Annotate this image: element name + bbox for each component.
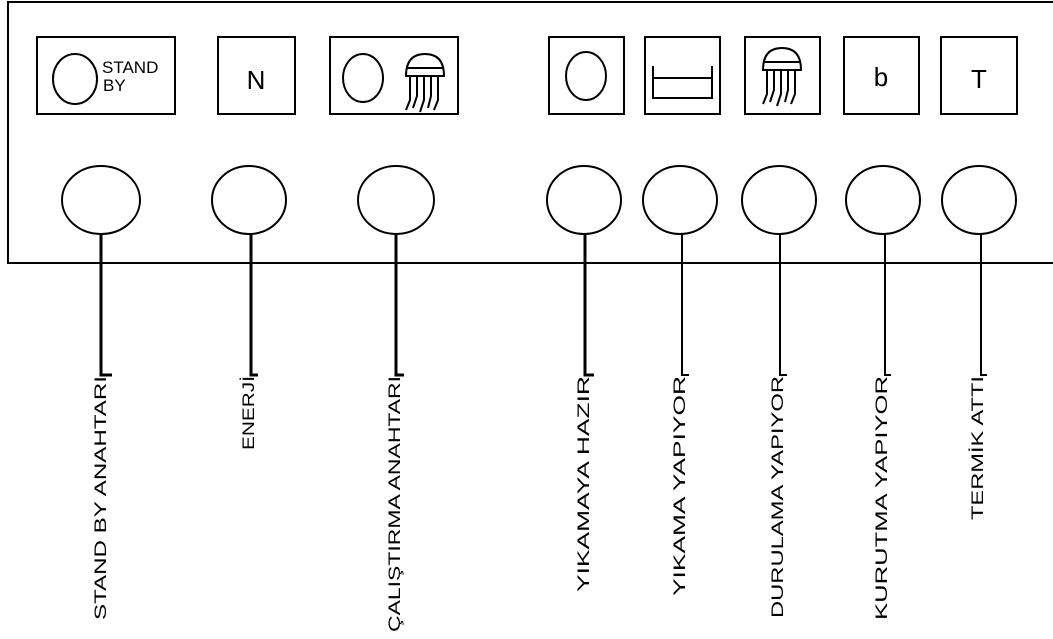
energy-lamp — [211, 165, 287, 235]
start-switch-label: ÇALIŞTIRMA ANAHTARI — [385, 376, 404, 632]
start-circle-icon — [342, 53, 384, 103]
start-indicator — [329, 36, 459, 115]
rinsing-lamp — [741, 165, 817, 235]
rinsing-label: DURULAMA YAPIYOR — [768, 376, 787, 618]
drying-lamp — [845, 165, 921, 235]
washing-leader — [681, 234, 689, 376]
energy-symbol: N — [247, 65, 266, 95]
rinsing-indicator — [744, 36, 821, 115]
shower-icon — [404, 52, 446, 113]
drying-label: KURUTMA YAPIYOR — [872, 376, 891, 620]
thermal-leader — [980, 234, 987, 376]
drying-symbol: b — [874, 62, 888, 92]
wash-ready-circle-icon — [565, 51, 607, 101]
wash-ready-label: YIKAMAYA HAZIR — [574, 376, 593, 592]
shower-icon — [761, 46, 803, 107]
standby-indicator: STAND BY — [36, 36, 176, 115]
energy-label: ENERJİ — [239, 376, 258, 450]
drying-indicator: b — [843, 36, 920, 115]
standby-circle-icon — [52, 53, 98, 105]
standby-label-line1: STAND — [102, 58, 158, 77]
standby-switch-button[interactable] — [61, 165, 141, 235]
standby-label-line2: BY — [103, 76, 126, 95]
wash-ready-lamp — [546, 165, 622, 235]
thermal-lamp — [941, 165, 1017, 235]
standby-leader — [99, 234, 112, 377]
thermal-symbol: T — [971, 64, 987, 94]
wash-ready-indicator — [548, 36, 625, 115]
panel-outline — [7, 1, 1053, 264]
basin-icon — [652, 66, 713, 99]
rinsing-leader — [779, 234, 787, 376]
thermal-indicator: T — [940, 36, 1018, 115]
energy-indicator: N — [217, 36, 296, 115]
leader-lines — [99, 234, 987, 377]
energy-leader — [249, 234, 258, 377]
standby-switch-label: STAND BY ANAHTARI — [91, 376, 110, 620]
wash-ready-leader — [583, 234, 594, 377]
washing-lamp — [642, 165, 718, 235]
washing-label: YIKAMA YAPIYOR — [670, 376, 689, 596]
washing-indicator — [644, 36, 721, 115]
drying-leader — [884, 234, 891, 376]
start-leader — [394, 234, 404, 377]
thermal-label: TERMİK ATTI — [968, 376, 987, 520]
start-switch-button[interactable] — [357, 165, 435, 235]
